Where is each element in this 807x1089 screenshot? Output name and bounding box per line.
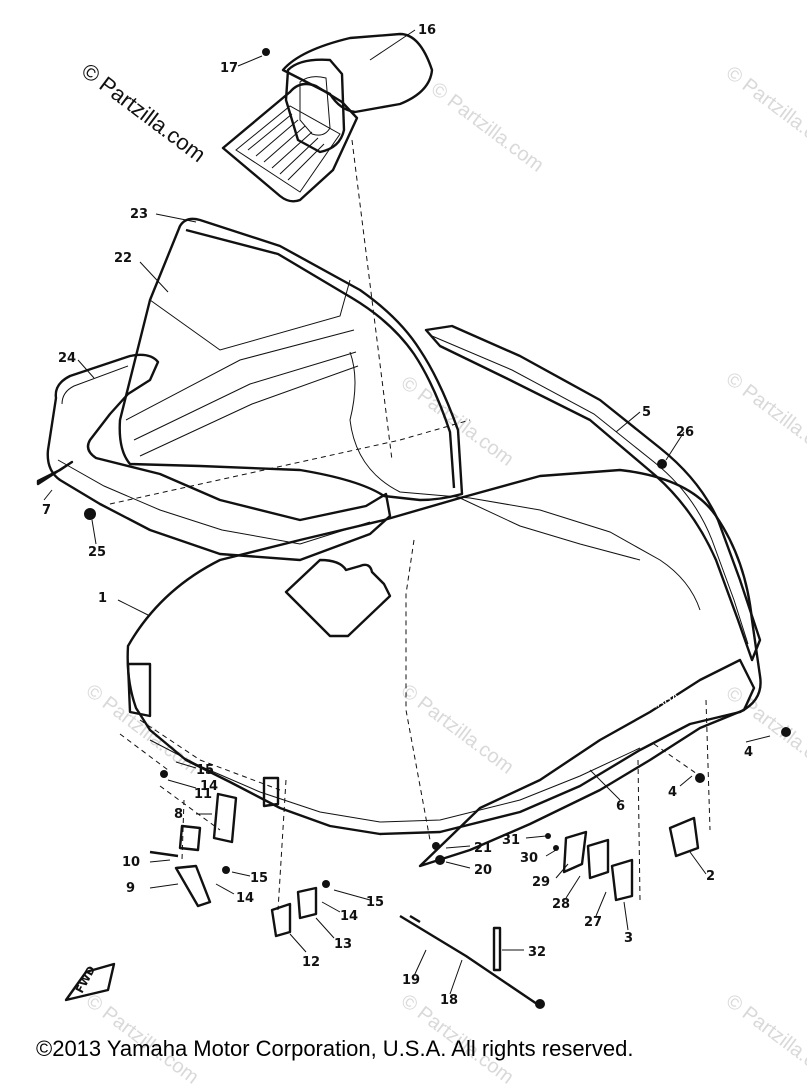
label-4a: 4: [744, 745, 753, 760]
label-2: 2: [706, 869, 715, 884]
label-23: 23: [130, 207, 148, 222]
label-29: 29: [532, 875, 550, 890]
assembly-lines: [109, 139, 711, 911]
fwd-tag-text: FWD: [73, 964, 98, 996]
label-10: 10: [122, 855, 140, 870]
label-6: 6: [616, 799, 625, 814]
yamaha-decal-text: YAMAHA: [632, 690, 681, 717]
label-26: 26: [676, 425, 694, 440]
label-7: 7: [42, 503, 51, 518]
label-24: 24: [58, 351, 76, 366]
label-15a: 15: [196, 763, 214, 778]
label-18: 18: [440, 993, 458, 1008]
label-8: 8: [174, 807, 183, 822]
copyright-notice: ©2013 Yamaha Motor Corporation, U.S.A. A…: [36, 1036, 634, 1061]
fwd-arrow-tag: FWD: [64, 962, 116, 1002]
label-1: 1: [98, 591, 107, 606]
label-14b: 14: [236, 891, 254, 906]
label-14a: 14: [200, 779, 218, 794]
label-27: 27: [584, 915, 602, 930]
label-16: 16: [418, 23, 436, 38]
label-32: 32: [528, 945, 546, 960]
label-21: 21: [474, 841, 492, 856]
part-number-labels: 1 2 3 4 4 5 6 7 8 9 10 11 12 13 14 14 14…: [42, 23, 753, 1008]
label-9: 9: [126, 881, 135, 896]
label-28: 28: [552, 897, 570, 912]
label-31: 31: [502, 833, 520, 848]
label-4b: 4: [668, 785, 677, 800]
leader-lines: [43, 29, 771, 995]
label-11: 11: [194, 787, 212, 802]
windshield-assembly: [46, 217, 464, 562]
label-17: 17: [220, 61, 238, 76]
label-12: 12: [302, 955, 320, 970]
label-20: 20: [474, 863, 492, 878]
label-30: 30: [520, 851, 538, 866]
label-25: 25: [88, 545, 106, 560]
label-3: 3: [624, 931, 633, 946]
hood-cowling-part: YAMAHA: [126, 324, 762, 868]
label-19: 19: [402, 973, 420, 988]
label-5: 5: [642, 405, 651, 420]
air-scoop-part: [221, 32, 434, 203]
label-14c: 14: [340, 909, 358, 924]
hardware-bits: [36, 48, 791, 1009]
label-15c: 15: [366, 895, 384, 910]
label-13: 13: [334, 937, 352, 952]
label-15b: 15: [250, 871, 268, 886]
label-22: 22: [114, 251, 132, 266]
